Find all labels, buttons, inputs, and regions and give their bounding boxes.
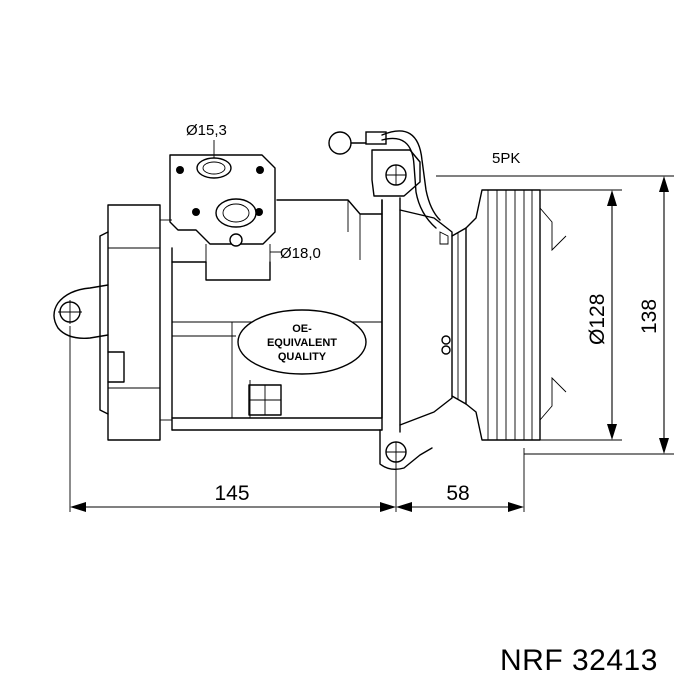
part-caption: NRF 32413 (500, 644, 700, 684)
callouts: Ø15,3 Ø18,0 5PK (186, 122, 520, 262)
dim-pulley-offset: 58 (446, 482, 469, 505)
label-port-suction: Ø15,3 (186, 122, 227, 139)
badge-line-1: OE- (292, 323, 312, 335)
horizontal-dimensions: 145 58 (69, 326, 525, 512)
dim-body-length: 145 (214, 482, 249, 505)
port-manifold (169, 154, 276, 281)
front-housing (379, 197, 467, 471)
dim-overall-height: 138 (638, 299, 661, 334)
clutch-connector (328, 130, 441, 229)
brand-name: NRF (500, 644, 564, 677)
badge-line-2: EQUIVALENT (267, 337, 337, 349)
oe-quality-badge: OE- EQUIVALENT QUALITY (237, 309, 367, 375)
label-port-discharge: Ø18,0 (280, 245, 321, 262)
dim-pulley-diameter: Ø128 (586, 294, 609, 345)
part-number: 32413 (572, 644, 658, 677)
rear-cover (99, 204, 172, 441)
compressor-body (171, 199, 383, 431)
left-mounting-ear (53, 284, 109, 339)
label-belt-profile: 5PK (492, 150, 520, 167)
vertical-dimensions: Ø128 138 (436, 175, 674, 455)
badge-line-3: QUALITY (278, 351, 327, 363)
pulley (465, 189, 567, 441)
